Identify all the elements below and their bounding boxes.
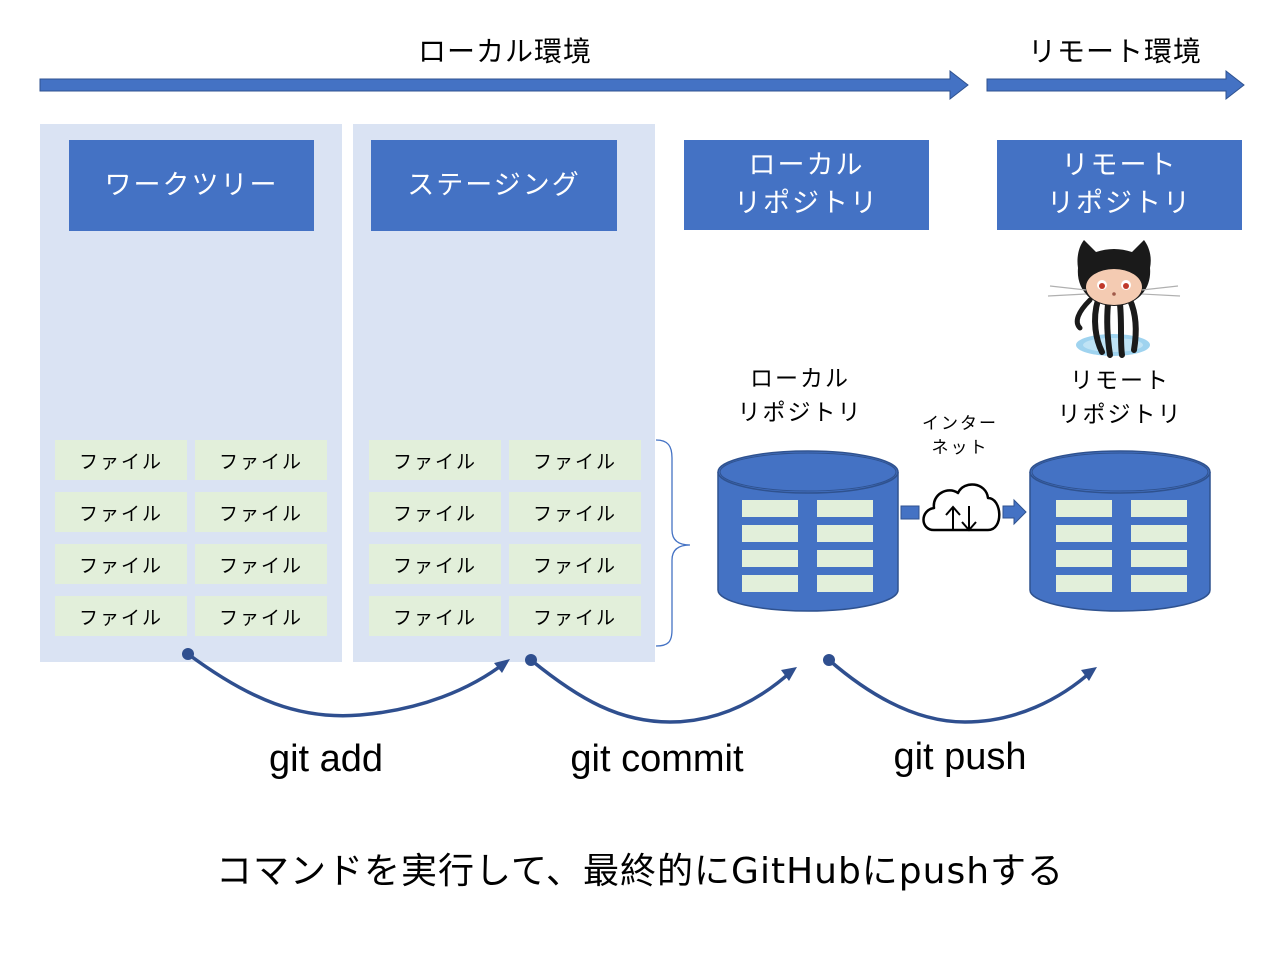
diagram-caption: コマンドを実行して、最終的にGitHubにpushする [215,851,1065,892]
cloud-to-remote-arrow [1002,498,1027,526]
git-commit-command: git commit [570,738,744,780]
remote-repository-label-line1: リモート [1070,368,1170,394]
staging-file: ファイル [369,440,501,480]
worktree-header: ワークツリー [69,140,314,231]
remote-repository-label-line2: リポジトリ [1057,402,1183,428]
internet-label-line2: ネット [931,438,989,458]
local-environment-label: ローカル環境 [417,35,592,68]
worktree-file: ファイル [195,596,327,636]
local-environment-arrow [39,69,969,101]
remote-environment-label: リモート環境 [1027,35,1202,68]
internet-label-line1: インター [922,414,998,434]
worktree-file: ファイル [195,492,327,532]
worktree-file: ファイル [195,440,327,480]
local-repository-header-line1: ローカル [748,150,865,181]
remote-repository-header-line2: リポジトリ [1047,188,1192,219]
staging-file: ファイル [369,544,501,584]
staging-file: ファイル [369,492,501,532]
staging-file: ファイル [509,492,641,532]
local-repository-header-line2: リポジトリ [734,188,879,219]
worktree-file: ファイル [55,544,187,584]
staging-file: ファイル [509,544,641,584]
staging-brace [655,439,691,647]
remote-repository-header: リモートリポジトリ [997,140,1242,230]
git-push-command: git push [893,736,1027,778]
local-repository-database-icon [717,450,899,612]
local-repository-label-line2: リポジトリ [737,400,863,426]
worktree-file: ファイル [55,596,187,636]
local-repository-label-line1: ローカル [750,366,850,392]
git-push-arrow [823,654,1097,724]
octocat-icon [1047,240,1181,358]
git-add-arrow [182,648,510,718]
remote-repository-database-icon [1029,450,1211,612]
git-commit-arrow [525,654,797,724]
local-repository-label: ローカル リポジトリ [690,362,910,430]
git-add-command: git add [268,738,384,780]
staging-file: ファイル [509,596,641,636]
remote-repository-header-line1: リモート [1061,150,1178,181]
remote-repository-label: リモート リポジトリ [1010,364,1230,432]
staging-file: ファイル [369,596,501,636]
internet-label: インター ネット [905,412,1015,460]
local-to-cloud-connector [900,505,920,520]
worktree-file: ファイル [55,440,187,480]
staging-file: ファイル [509,440,641,480]
worktree-file: ファイル [55,492,187,532]
staging-header: ステージング [371,140,617,231]
local-repository-header: ローカルリポジトリ [684,140,929,230]
worktree-file: ファイル [195,544,327,584]
remote-environment-arrow [986,69,1245,101]
cloud-upload-download-icon [922,483,1001,532]
